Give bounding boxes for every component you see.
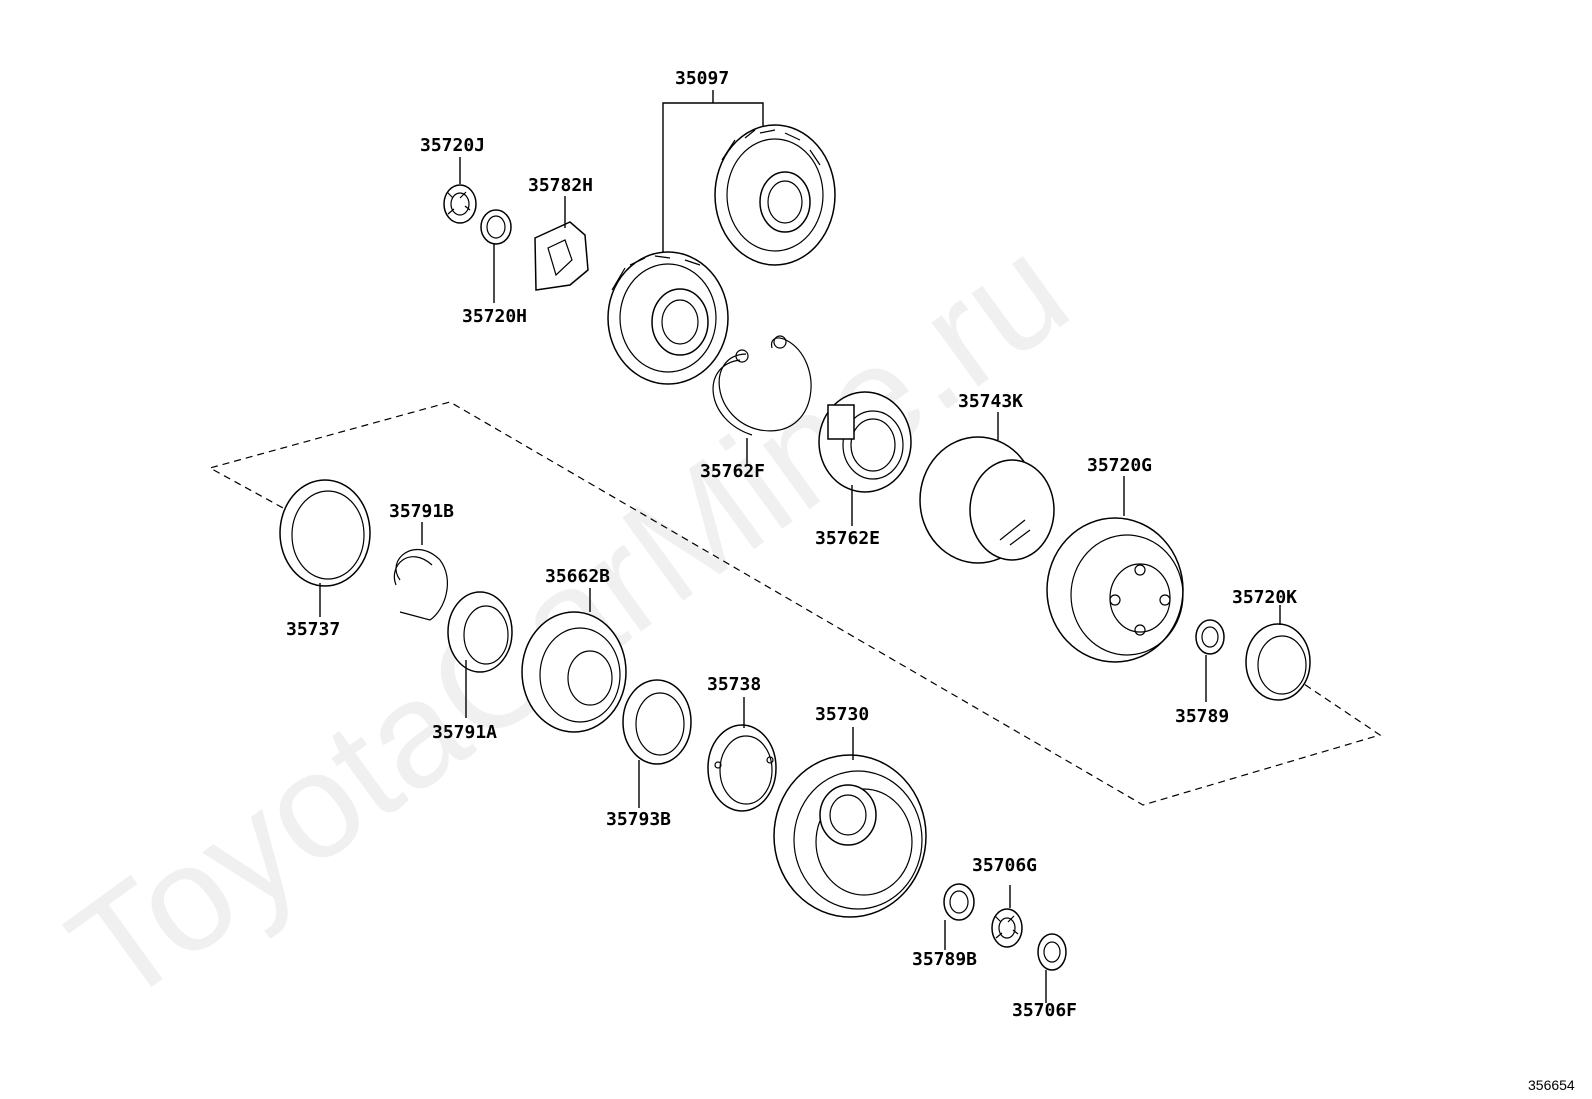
gear-35662B [521,611,627,733]
plate-35793B [622,679,692,765]
label-35762F: 35762F [700,461,765,482]
bearing-35791A [447,591,513,673]
label-35789B: 35789B [912,949,977,970]
plate-35782H [534,221,589,291]
label-35720H: 35720H [462,306,527,327]
label-35720J: 35720J [420,135,485,156]
label-35738: 35738 [707,674,761,695]
label-35762E: 35762E [815,528,880,549]
ring-35737 [279,479,371,587]
washer-35720H [480,209,512,245]
label-35662B: 35662B [545,566,610,587]
washer-35738 [707,724,777,812]
race-35720K [1245,623,1311,701]
label-35720K: 35720K [1232,587,1297,608]
figure-id: 356654 [1528,1077,1575,1093]
bearing-35789B [943,883,975,921]
gear-35097-right [714,124,836,266]
snap-ring-35762F [712,335,812,436]
label-35782H: 35782H [528,175,593,196]
snap-ring-35791B [393,548,449,621]
group-outline [208,401,1382,806]
label-35793B: 35793B [606,809,671,830]
label-35791B: 35791B [389,501,454,522]
needle-bearing-35720J [443,184,477,224]
label-35706G: 35706G [972,855,1037,876]
needle-bearing-35706G [991,908,1023,948]
label-35791A: 35791A [432,722,497,743]
gear-35762E [818,391,912,493]
race-35706F [1037,933,1067,971]
bearing-35789 [1195,619,1225,655]
drum-35743K [919,436,1055,564]
label-35720G: 35720G [1087,455,1152,476]
label-35743K: 35743K [958,391,1023,412]
hub-35730 [773,754,927,918]
label-35789: 35789 [1175,706,1229,727]
label-35730: 35730 [815,704,869,725]
label-35737: 35737 [286,619,340,640]
carrier-35720G [1046,517,1184,663]
label-35097: 35097 [675,68,729,89]
gear-35097-left [607,251,729,385]
label-35706F: 35706F [1012,1000,1077,1021]
